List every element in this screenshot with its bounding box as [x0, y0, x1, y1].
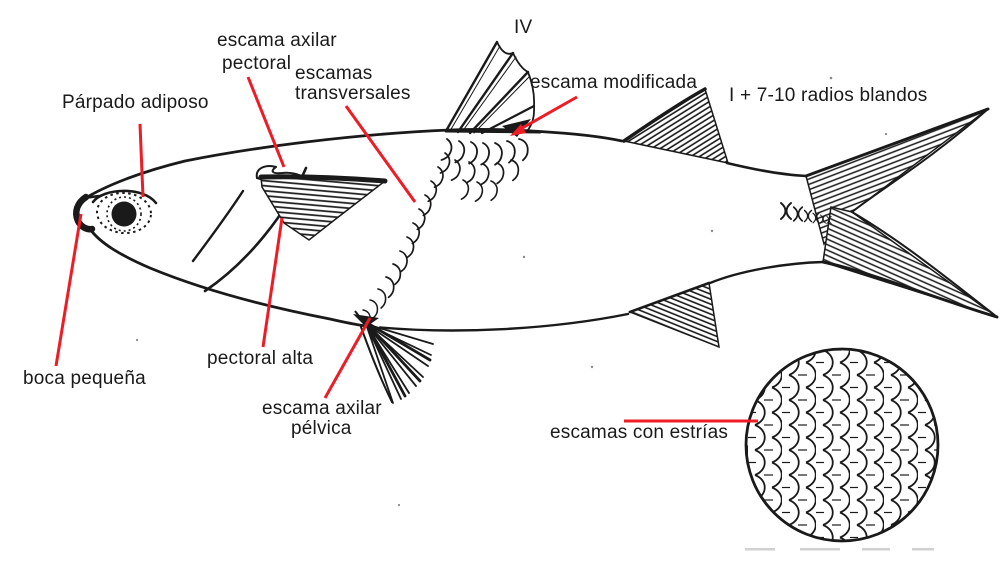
pectoral-fin	[258, 174, 388, 241]
second-dorsal-fin	[622, 87, 730, 164]
second-dorsal-leading-edge	[622, 87, 707, 143]
scan-smudges	[745, 548, 934, 551]
caudal-top-edge	[804, 107, 990, 178]
body-bottom-head	[88, 227, 368, 328]
pelvic-rays	[365, 323, 434, 404]
caudal-fin	[804, 107, 999, 319]
label-parpado-adiposo: Párpado adiposo	[62, 92, 209, 113]
eye-pupil	[111, 201, 137, 227]
caudal-fork-bottom	[851, 211, 998, 318]
pelvic-axillary-scale	[353, 310, 379, 327]
body-bottom-rear	[708, 260, 825, 285]
scale-detail-circle	[744, 347, 940, 543]
mouth-lips	[73, 193, 96, 233]
dorsal-base-scales	[440, 136, 532, 202]
label-dorsal-spines-iv: IV	[514, 17, 533, 38]
label-escamas-con-estrias: escamas con estrías	[550, 422, 729, 443]
preopercle-curve	[191, 189, 245, 263]
leader-pectoral-alta	[261, 217, 284, 348]
dorsal-base-line	[444, 129, 542, 134]
label-radios-blandos: I + 7-10 radios blandos	[729, 85, 928, 106]
leader-escama-axilar-pectoral	[246, 76, 286, 168]
label-escama-axilar-pectoral-2: pectoral	[222, 53, 292, 74]
mouth	[73, 193, 101, 233]
body-belly	[378, 312, 630, 332]
scan-speckles	[135, 76, 888, 507]
dorsal-spine-3	[468, 70, 530, 135]
modified-scale	[502, 119, 531, 137]
caudal-bottom-edge	[821, 260, 999, 319]
label-escama-axilar-pectoral-1: escama axilar	[217, 30, 337, 51]
pelvic-leading-edge	[360, 326, 393, 403]
leader-boca-pequena	[54, 213, 83, 367]
leader-escama-modificada-arrowhead	[510, 124, 526, 136]
fish-body-outline	[82, 128, 825, 332]
leader-lines	[54, 76, 758, 423]
label-escama-modificada: escama modificada	[530, 72, 698, 93]
leader-parpado-adiposo	[138, 123, 145, 198]
dorsal-spine-inner-lines	[449, 45, 531, 134]
pelvic-fin	[360, 322, 434, 404]
dorsal-spine-2	[456, 51, 515, 134]
label-escamas-transversales-2: transversales	[295, 83, 411, 104]
dorsal-membranes	[496, 41, 536, 132]
pelvic-thick-rays	[365, 322, 432, 398]
label-boca-pequena: boca pequeña	[23, 368, 146, 389]
body-top-profile	[82, 128, 624, 201]
label-escama-axilar-pelvica-2: pélvica	[291, 418, 352, 439]
dorsal-spine-1	[444, 40, 499, 133]
eye	[91, 189, 158, 235]
leader-escama-axilar-pelvica	[323, 317, 372, 399]
label-escama-axilar-pelvica-1: escama axilar	[262, 398, 382, 419]
label-escamas-transversales-1: escamas	[295, 63, 373, 84]
body-top-rear	[725, 161, 808, 178]
first-dorsal-fin	[444, 40, 542, 135]
label-pectoral-alta: pectoral alta	[207, 348, 314, 369]
anal-fin-top-edge	[628, 281, 711, 314]
dorsal-spine-4	[480, 104, 536, 135]
eye-dotted-iris-ring	[106, 196, 142, 232]
anal-fin	[627, 281, 720, 349]
caudal-fork-top	[851, 108, 989, 213]
adipose-eyelid-arc	[91, 189, 158, 205]
upper-lip-line	[82, 194, 101, 200]
leader-escama-modificada	[516, 95, 578, 133]
adipose-eyelid-dotted-ring	[96, 191, 152, 235]
pectoral-fin-top-edge	[258, 174, 388, 184]
leader-escamas-transversales	[344, 105, 417, 203]
